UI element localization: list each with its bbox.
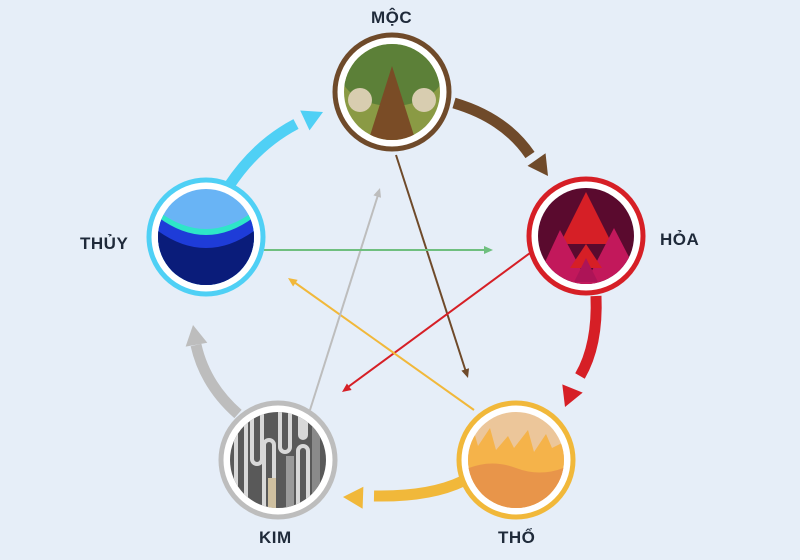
controlling-arrow-thuy-hoa [264,246,493,254]
generating-arrow-moc-hoa [452,97,548,176]
generating-arrow-kim-thuy [185,325,242,419]
water-element-icon [146,177,266,297]
generating-arrow-hoa-tho [562,295,602,407]
label-metal: KIM [259,528,292,547]
generating-arrow-tho-kim [343,476,466,509]
controlling-arrow-tho-thuy [288,278,475,411]
wood-element-icon [332,32,452,152]
label-earth: THỔ [498,528,536,547]
fire-element-icon [526,176,646,296]
label-fire: HỎA [660,230,700,249]
controlling-arrow-hoa-kim [342,252,531,392]
earth-element-icon [456,400,576,520]
label-water: THỦY [80,234,129,253]
controlling-arrow-moc-tho [395,154,470,378]
label-wood: MỘC [371,8,413,27]
metal-element-icon [218,400,338,520]
generating-arrow-thuy-moc [224,110,323,190]
controlling-arrow-kim-moc [309,188,382,411]
